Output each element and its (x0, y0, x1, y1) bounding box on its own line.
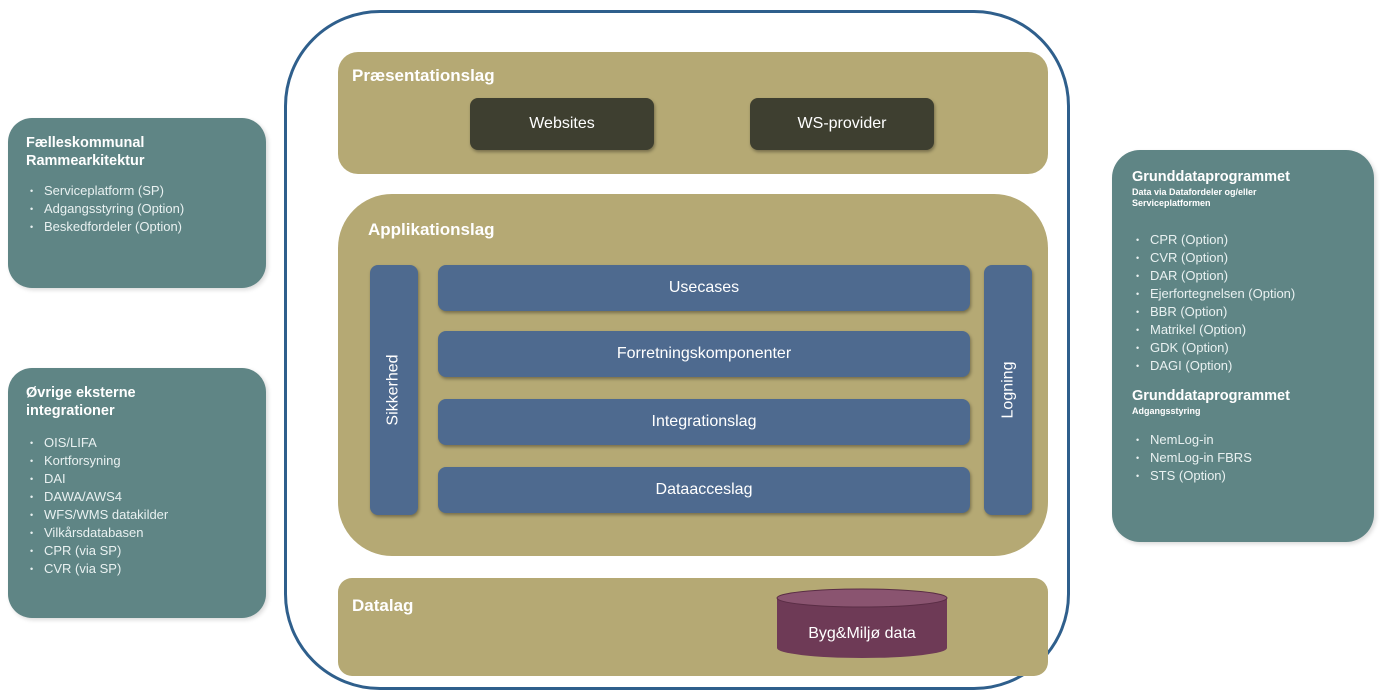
grunddata-access-list: NemLog-in NemLog-in FBRS STS (Option) (1132, 431, 1354, 485)
architecture-container (284, 10, 1070, 690)
list-item: NemLog-in FBRS (1132, 449, 1354, 467)
presentation-layer-title: Præsentationslag (352, 66, 495, 85)
panel-faelleskommunal: Fælleskommunal Rammearkitektur Servicepl… (8, 118, 266, 288)
security-bar: Sikkerhed (370, 265, 418, 515)
list-item: BBR (Option) (1132, 303, 1354, 321)
list-item: DAGI (Option) (1132, 357, 1354, 375)
logging-label: Logning (999, 361, 1017, 419)
business-components-bar: Forretningskomponenter (438, 331, 970, 377)
list-item: CPR (Option) (1132, 231, 1354, 249)
websites-box: Websites (470, 98, 654, 150)
data-access-bar: Dataacceslag (438, 467, 970, 513)
list-item: Adgangsstyring (Option) (26, 200, 248, 218)
presentation-layer: Præsentationslag (338, 52, 1048, 174)
panel-grunddata: Grunddataprogrammet Data via Datafordele… (1112, 150, 1374, 542)
grunddata-list: CPR (Option) CVR (Option) DAR (Option) E… (1132, 231, 1354, 375)
list-item: DAR (Option) (1132, 267, 1354, 285)
list-item: Matrikel (Option) (1132, 321, 1354, 339)
data-layer-title: Datalag (352, 596, 414, 615)
integration-layer-bar: Integrationslag (438, 399, 970, 445)
panel-title-line1: Fælleskommunal (26, 135, 145, 151)
database-label: Byg&Miljø data (808, 625, 916, 642)
logging-bar: Logning (984, 265, 1032, 515)
list-item: Serviceplatform (SP) (26, 182, 248, 200)
grunddata-subtitle-line2: Serviceplatformen (1132, 198, 1211, 208)
list-item: CPR (via SP) (26, 542, 248, 560)
list-item: DAWA/AWS4 (26, 488, 248, 506)
list-item: WFS/WMS datakilder (26, 506, 248, 524)
list-item: OIS/LIFA (26, 434, 248, 452)
grunddata-access-title: Grunddataprogrammet (1132, 388, 1290, 404)
panel-title-line1: Øvrige eksterne (26, 385, 136, 401)
panel-title-line2: integrationer (26, 403, 115, 419)
application-layer-title: Applikationslag (368, 220, 495, 239)
list-item: CVR (via SP) (26, 560, 248, 578)
database-cylinder: Byg&Miljø data (776, 588, 948, 660)
list-item: Kortforsyning (26, 452, 248, 470)
list-item: NemLog-in (1132, 431, 1354, 449)
usecases-bar: Usecases (438, 265, 970, 311)
panel-external-integrations: Øvrige eksterne integrationer OIS/LIFA K… (8, 368, 266, 618)
list-item: Ejerfortegnelsen (Option) (1132, 285, 1354, 303)
grunddata-title: Grunddataprogrammet (1132, 169, 1290, 185)
list-item: CVR (Option) (1132, 249, 1354, 267)
grunddata-subtitle-line1: Data via Datafordeler og/eller (1132, 187, 1257, 197)
panel-list: OIS/LIFA Kortforsyning DAI DAWA/AWS4 WFS… (26, 434, 248, 578)
grunddata-subtitle: Data via Datafordeler og/eller Servicepl… (1132, 187, 1354, 209)
database-icon (776, 588, 948, 658)
list-item: GDK (Option) (1132, 339, 1354, 357)
list-item: DAI (26, 470, 248, 488)
security-label: Sikkerhed (385, 354, 402, 426)
panel-title: Fælleskommunal Rammearkitektur (26, 134, 248, 170)
panel-title: Øvrige eksterne integrationer (26, 384, 248, 420)
ws-provider-box: WS-provider (750, 98, 934, 150)
panel-title-line2: Rammearkitektur (26, 153, 145, 169)
list-item: STS (Option) (1132, 467, 1354, 485)
list-item: Beskedfordeler (Option) (26, 218, 248, 236)
grunddata-access-subtitle: Adgangsstyring (1132, 406, 1201, 416)
list-item: Vilkårsdatabasen (26, 524, 248, 542)
panel-list: Serviceplatform (SP) Adgangsstyring (Opt… (26, 182, 248, 236)
